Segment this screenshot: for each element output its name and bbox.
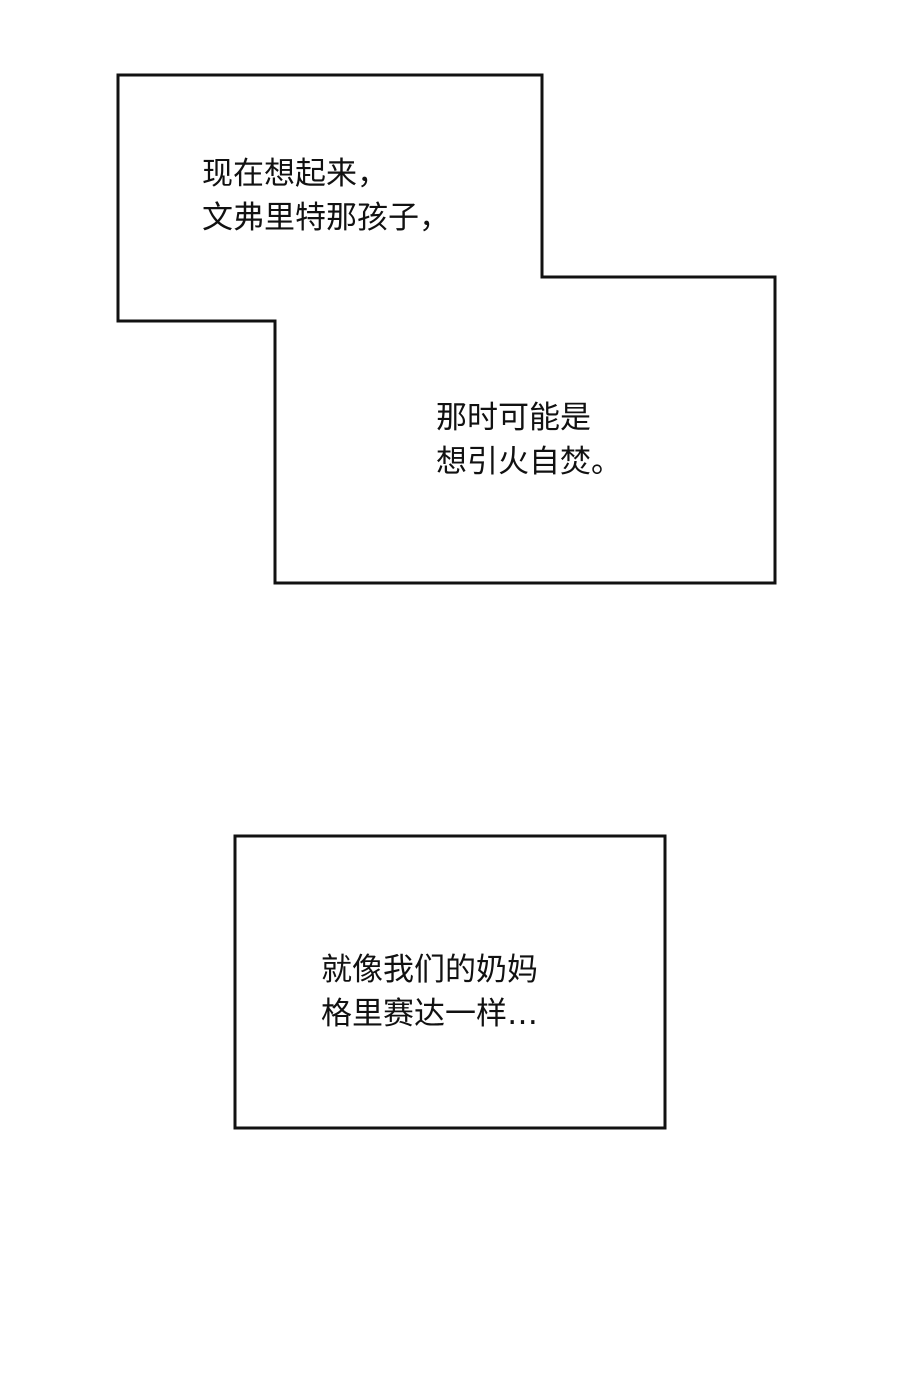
caption-line: 想引火自焚。 [436, 444, 622, 480]
caption-box-upper [116, 73, 777, 585]
caption-text-3: 就像我们的奶妈 格里赛达一样… [321, 948, 538, 1036]
caption-line: 格里赛达一样… [321, 996, 538, 1032]
caption-text-1: 现在想起来， 文弗里特那孩子， [202, 152, 450, 240]
caption-line: 文弗里特那孩子， [202, 200, 450, 236]
caption-box-lower [233, 834, 667, 1130]
caption-line: 那时可能是 [436, 400, 591, 436]
caption-text-2: 那时可能是 想引火自焚。 [436, 396, 622, 484]
caption-line: 就像我们的奶妈 [321, 952, 538, 988]
caption-line: 现在想起来， [202, 156, 388, 192]
